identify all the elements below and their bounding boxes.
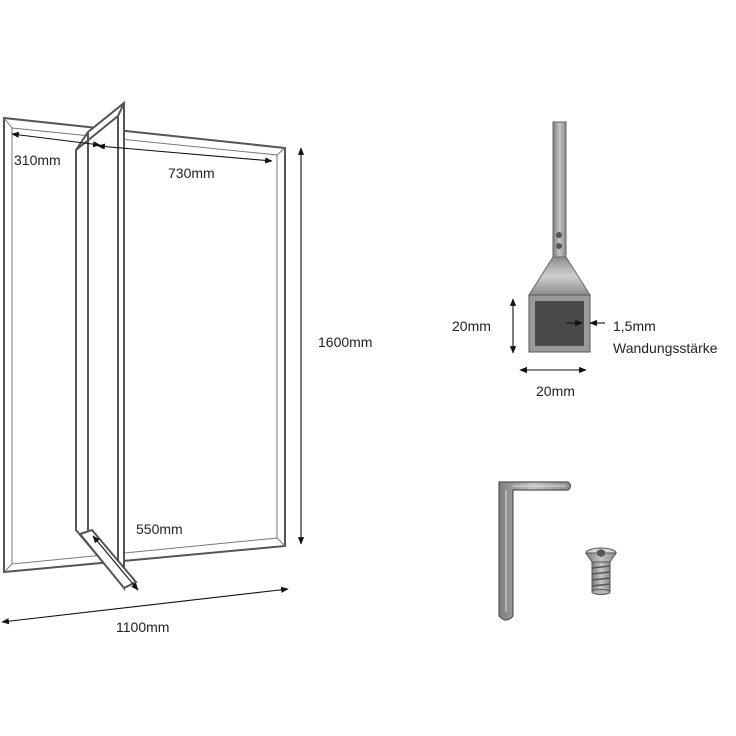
profile-connector [528,256,591,296]
dimension-total-width: 1100mm [1,586,289,635]
profile-detail: 20mm 20mm 1,5mm Wandungsstärke [452,121,718,399]
depth-label: 310mm [14,152,61,168]
dimension-height: 1600mm [297,147,372,545]
screw-hole-icon [556,232,562,238]
profile-height-label: 20mm [452,318,491,334]
allen-key-icon [498,481,572,621]
leg-label: 550mm [136,521,183,537]
total-width-label: 1100mm [116,619,169,635]
height-label: 1600mm [318,334,372,350]
dimension-leg: 550mm [92,521,183,591]
profile-width-label: 20mm [536,383,575,399]
wall-thickness-caption: Wandungsstärke [613,340,718,356]
dimension-depth: 310mm [11,131,101,168]
wall-thickness-value: 1,5mm [613,318,656,334]
side-frame [75,100,138,592]
dimension-inner-width: 730mm [97,143,273,181]
inner-width-label: 730mm [168,165,215,181]
screw-hole-icon [556,243,562,249]
countersunk-screw-icon [585,547,617,595]
back-frame [3,116,286,574]
